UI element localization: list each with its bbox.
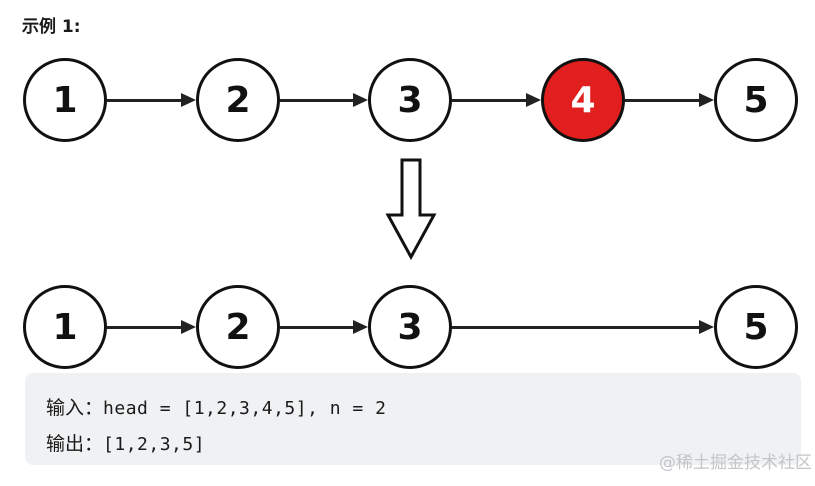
output-line: 输出：[1,2,3,5]: [46, 429, 205, 456]
output-label: 输出：: [46, 433, 104, 455]
after-node-5: 5: [714, 285, 798, 369]
before-arrow-3-4-icon: [452, 93, 541, 107]
before-node-5: 5: [714, 58, 798, 142]
before-node-3: 3: [368, 58, 452, 142]
output-value: [1,2,3,5]: [103, 434, 206, 455]
before-arrow-1-2-icon: [107, 93, 196, 107]
example-io-box: [25, 373, 801, 465]
after-arrow-3-5-icon: [452, 320, 714, 334]
input-value: head = [1,2,3,4,5], n = 2: [103, 398, 387, 419]
watermark: @稀土掘金技术社区: [659, 453, 812, 473]
before-node-4-highlighted: 4: [541, 58, 625, 142]
before-arrow-4-5-icon: [625, 93, 714, 107]
after-node-1: 1: [23, 285, 107, 369]
down-arrow-icon: [383, 158, 439, 261]
example-title: 示例 1:: [22, 17, 81, 37]
input-label: 输入：: [46, 397, 104, 419]
after-node-3: 3: [368, 285, 452, 369]
before-node-2: 2: [196, 58, 280, 142]
after-node-2: 2: [196, 285, 280, 369]
before-node-1: 1: [23, 58, 107, 142]
before-arrow-2-3-icon: [280, 93, 368, 107]
after-arrow-2-3-icon: [280, 320, 368, 334]
input-line: 输入：head = [1,2,3,4,5], n = 2: [46, 393, 386, 420]
after-arrow-1-2-icon: [107, 320, 196, 334]
